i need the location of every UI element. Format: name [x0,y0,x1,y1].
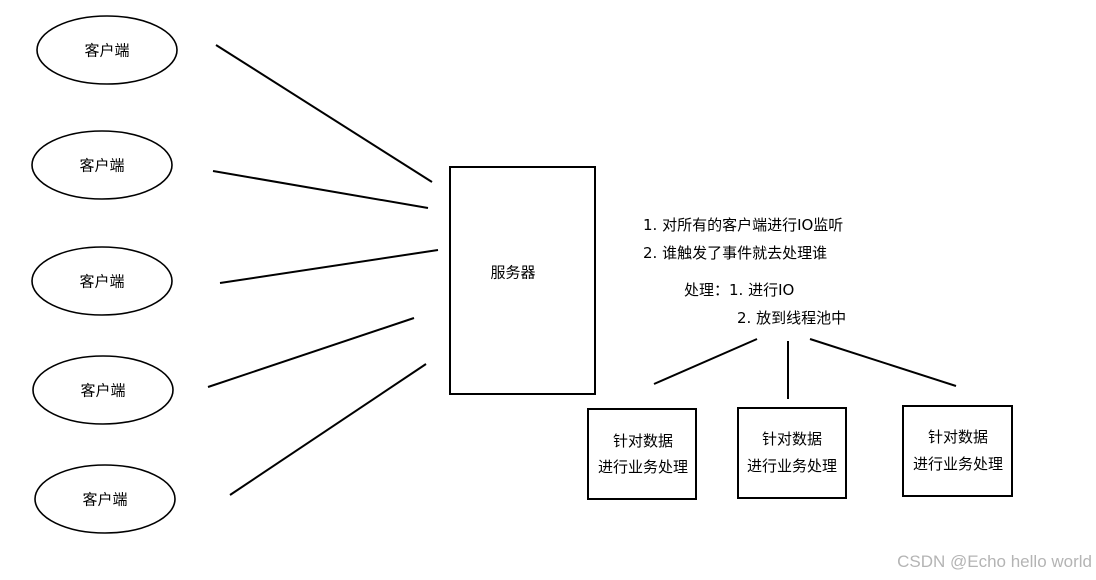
client-label: 客户端 [79,272,125,291]
note-line-1: 1. 对所有的客户端进行IO监听 [643,216,844,234]
worker-label-line2: 进行业务处理 [912,455,1004,473]
worker-label-line2: 进行业务处理 [597,458,689,476]
client-label: 客户端 [82,490,128,509]
client-connector-4 [207,317,415,388]
worker-node-2 [737,407,847,499]
client-node-2 [31,130,173,200]
client-node-3 [31,246,173,316]
worker-label-line1: 针对数据 [761,430,823,448]
note-line-3: 处理：1. 进行IO [684,281,795,299]
note-line-4: 2. 放到线程池中 [737,309,847,327]
worker-label-line2: 进行业务处理 [746,457,838,475]
worker-node-3 [902,405,1013,497]
client-node-4 [32,355,174,425]
client-node-1 [36,15,178,85]
client-node-5 [34,464,176,534]
client-connector-5 [229,363,427,496]
note-line-2: 2. 谁触发了事件就去处理谁 [643,244,828,262]
client-connector-3 [219,249,439,284]
client-connector-1 [215,44,433,183]
client-label: 客户端 [80,381,126,400]
client-label: 客户端 [84,41,130,60]
worker-label-line1: 针对数据 [927,428,989,446]
client-label: 客户端 [79,156,125,175]
worker-label-line1: 针对数据 [612,432,674,450]
worker-connector-3 [809,338,957,387]
server-label: 服务器 [490,263,536,282]
client-connector-2 [212,170,429,209]
server-node [449,166,596,395]
worker-node-1 [587,408,697,500]
worker-connector-1 [653,338,758,385]
watermark-text: CSDN @Echo hello world [897,552,1092,571]
